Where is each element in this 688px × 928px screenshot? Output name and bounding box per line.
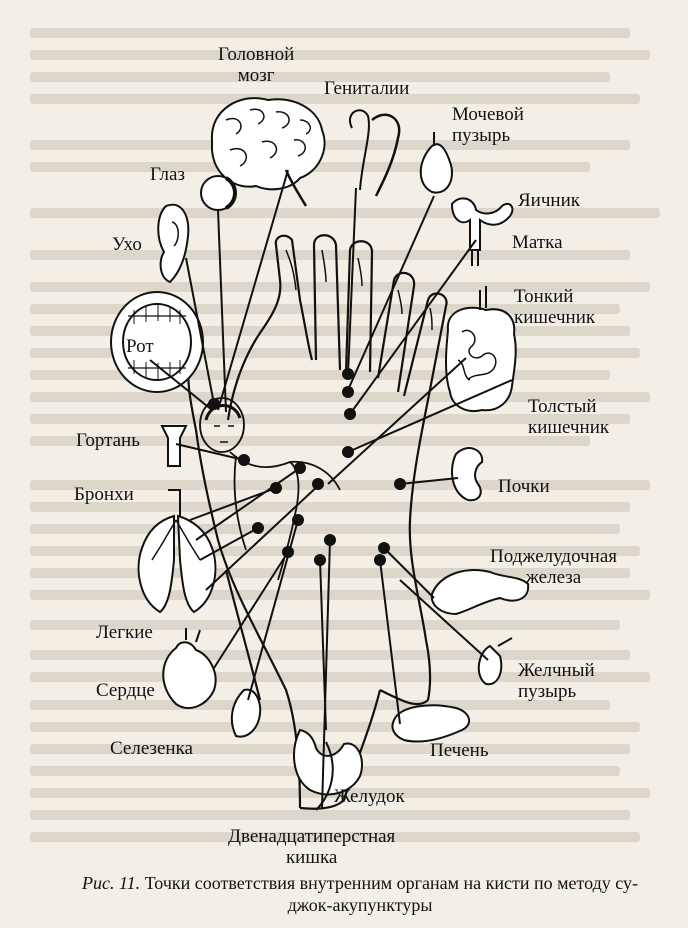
label-pancreas: Поджелудочная железа — [490, 546, 617, 588]
point-stomach-upper — [294, 462, 306, 474]
bladder-drawing — [421, 132, 452, 193]
point-spleen — [282, 546, 294, 558]
ear-drawing — [158, 205, 188, 282]
gallbladder-drawing — [479, 638, 512, 684]
label-gallbladder: Желчный пузырь — [518, 660, 595, 702]
point-brain — [208, 398, 220, 410]
bronchi-lungs-drawing — [139, 490, 216, 612]
intestine-drawing — [446, 286, 516, 411]
caption-text: Точки соответствия внутренним органам на… — [145, 873, 638, 915]
caption-figure-number: Рис. 11. — [82, 873, 140, 893]
point-genitals — [342, 368, 354, 380]
label-liver: Печень — [430, 740, 489, 761]
label-large-intestine: Толстый кишечник — [528, 396, 609, 438]
point-stomach — [314, 554, 326, 566]
stomach-drawing — [294, 730, 362, 794]
genitals-drawing — [350, 110, 399, 196]
figure-caption: Рис. 11. Точки соответствия внутренним о… — [60, 872, 660, 916]
point-bladder — [342, 386, 354, 398]
label-small-intestine: Тонкий кишечник — [514, 286, 595, 328]
label-duodenum: Двенадцатиперстная кишка — [228, 826, 395, 868]
point-lungs — [292, 514, 304, 526]
label-uterus: Матка — [512, 232, 563, 253]
label-kidneys: Почки — [498, 476, 550, 497]
heart-drawing — [163, 628, 215, 708]
label-stomach: Желудок — [334, 786, 405, 807]
point-larynx — [238, 454, 250, 466]
point-pancreas — [378, 542, 390, 554]
spleen-drawing — [232, 690, 260, 737]
label-lungs: Легкие — [96, 622, 153, 643]
point-bronchi — [270, 482, 282, 494]
ovary-uterus-drawing — [452, 198, 512, 266]
label-bladder: Мочевой пузырь — [452, 104, 524, 146]
eye-drawing — [201, 176, 235, 210]
point-kidneys — [394, 478, 406, 490]
label-spleen: Селезенка — [110, 738, 193, 759]
label-mouth: Рот — [126, 336, 154, 357]
point-liver — [374, 554, 386, 566]
point-duodenum — [324, 534, 336, 546]
point-heart — [252, 522, 264, 534]
label-bronchi: Бронхи — [74, 484, 134, 505]
organ-drawings — [111, 98, 528, 810]
point-large-intestine — [342, 446, 354, 458]
point-uterus — [344, 408, 356, 420]
label-ear: Ухо — [112, 234, 142, 255]
label-genitals: Гениталии — [324, 78, 409, 99]
point-small-intestine — [312, 478, 324, 490]
acupoint-markers — [208, 368, 406, 566]
kidney-drawing — [452, 448, 482, 500]
liver-drawing — [392, 705, 469, 741]
label-larynx: Гортань — [76, 430, 140, 451]
mouth-drawing — [111, 292, 203, 392]
label-eye: Глаз — [150, 164, 185, 185]
label-heart: Сердце — [96, 680, 155, 701]
label-brain: Головной мозг — [218, 44, 294, 86]
label-ovary: Яичник — [518, 190, 580, 211]
